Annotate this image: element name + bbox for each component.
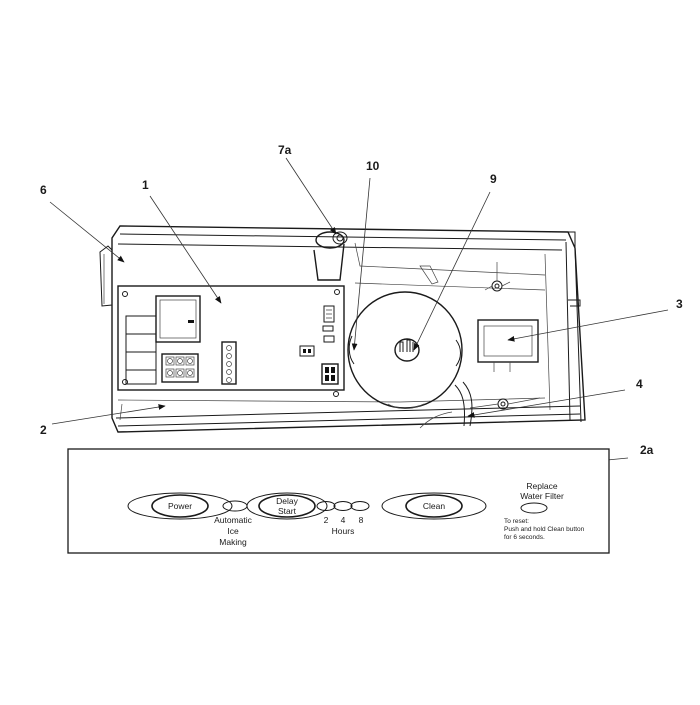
hours-2-label: 2: [324, 515, 329, 525]
callout-2: 2: [40, 423, 47, 437]
svg-text:Ice: Ice: [227, 526, 239, 536]
reservoir: [347, 291, 463, 409]
power-button-label: Power: [168, 501, 192, 511]
callout-1: 1: [142, 178, 149, 192]
svg-text:Water Filter: Water Filter: [520, 491, 564, 501]
fill-tube: [313, 231, 348, 281]
callout-7a: 7a: [278, 143, 292, 157]
replace-water-filter-indicator: Replace Water Filter: [520, 481, 564, 514]
power-button[interactable]: Power: [151, 494, 209, 518]
control-housing: [99, 225, 586, 433]
control-board: [117, 285, 345, 397]
callout-2a: 2a: [640, 443, 654, 457]
control-panel-overlay: Power Delay Start Clean Automatic Ice Ma…: [67, 448, 610, 554]
svg-text:Automatic: Automatic: [214, 515, 253, 525]
reset-instructions: To reset: Push and hold Clean button for…: [504, 518, 585, 541]
svg-text:Push and hold Clean button: Push and hold Clean button: [504, 526, 585, 533]
callout-10: 10: [366, 159, 380, 173]
svg-text:To reset:: To reset:: [504, 518, 529, 525]
button-track: [127, 492, 487, 520]
clean-button[interactable]: Clean: [405, 494, 463, 518]
clean-button-label: Clean: [423, 501, 445, 511]
callout-3: 3: [676, 297, 683, 311]
filter-indicator-light: [520, 502, 548, 514]
svg-text:for 6 seconds.: for 6 seconds.: [504, 534, 545, 541]
callout-6: 6: [40, 183, 47, 197]
callout-4: 4: [636, 377, 643, 391]
delay-start-label-line2: Start: [278, 506, 297, 516]
svg-text:Replace: Replace: [526, 481, 557, 491]
automatic-ice-making-label: Automatic Ice Making: [214, 515, 253, 547]
hours-label: Hours: [332, 526, 355, 536]
filter-housing: [477, 319, 539, 372]
svg-text:Making: Making: [219, 537, 247, 547]
hours-indicators: 2 4 8 Hours: [324, 515, 364, 536]
callout-labels: 1 2 2a 3 4 6 7a 9 10: [40, 143, 683, 457]
hours-4-label: 4: [341, 515, 346, 525]
hours-8-label: 8: [359, 515, 364, 525]
delay-start-button[interactable]: Delay Start: [258, 494, 316, 518]
leader-lines: [49, 157, 669, 471]
delay-start-label-line1: Delay: [276, 496, 298, 506]
callout-9: 9: [490, 172, 497, 186]
